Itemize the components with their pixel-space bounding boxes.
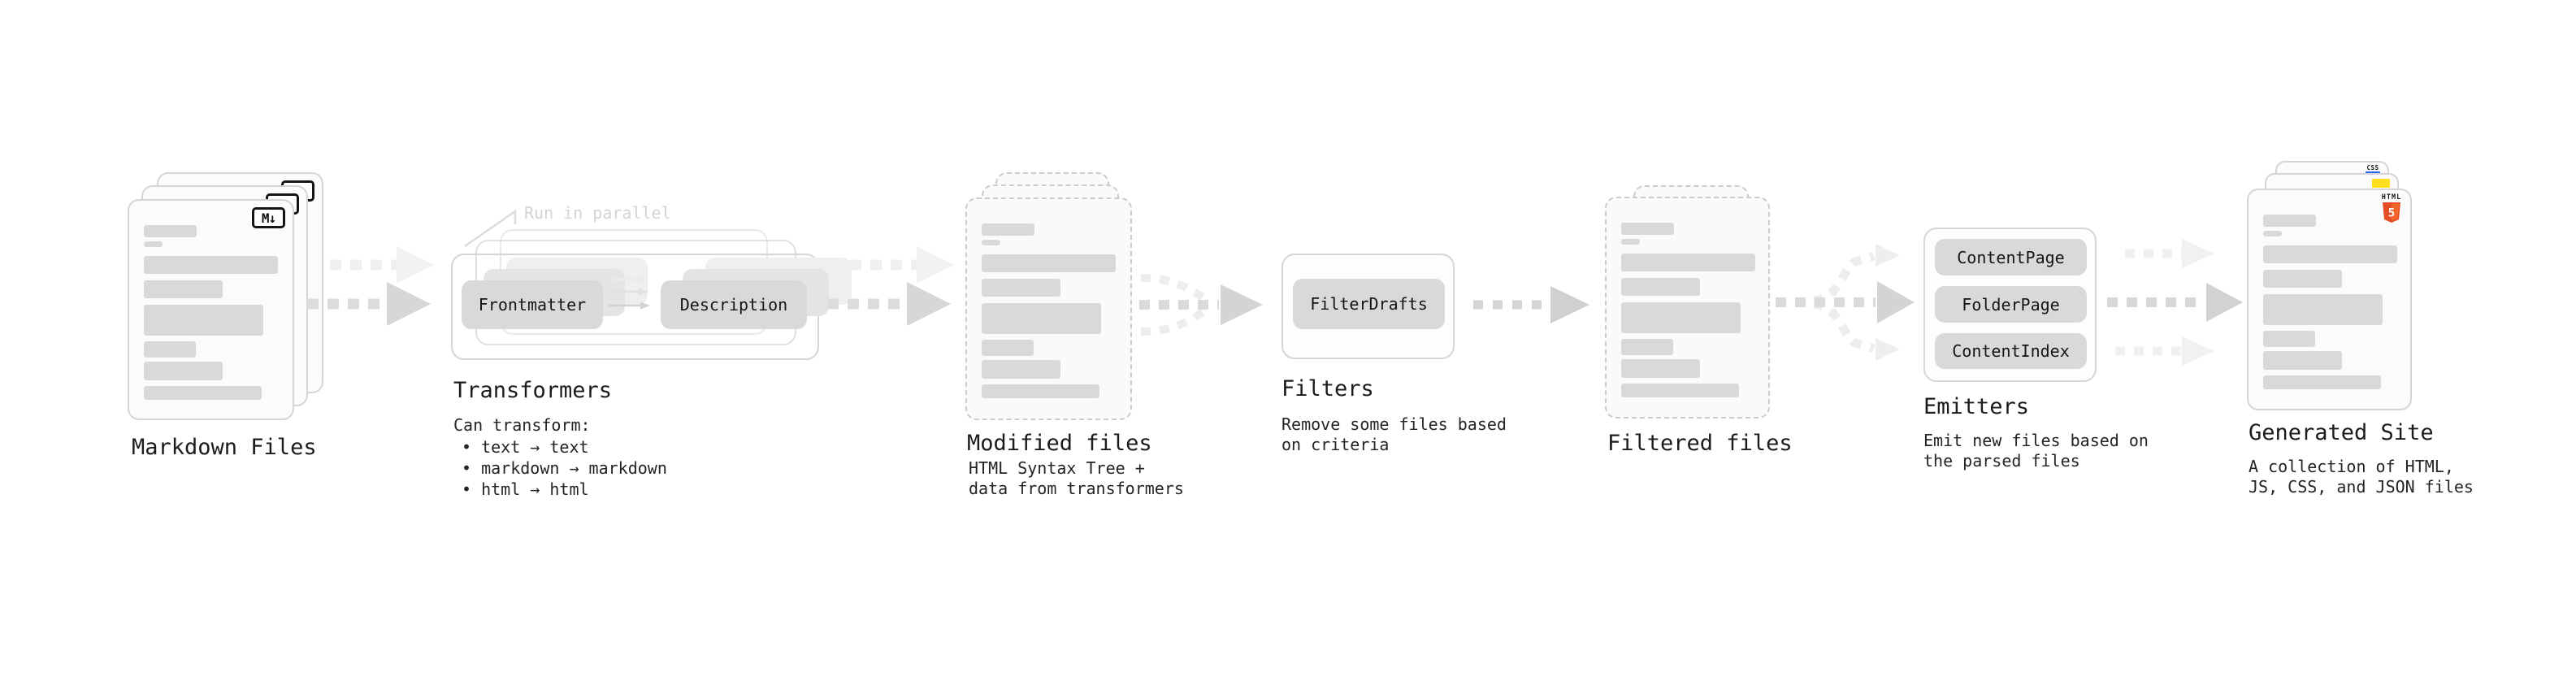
stage-caption-transformers: Can transform: bbox=[453, 415, 591, 435]
chip-folderpage[interactable]: FolderPage bbox=[1935, 286, 2087, 323]
markdown-icon: M↓ bbox=[252, 207, 285, 228]
stage-caption-filters: Remove some files based on criteria bbox=[1281, 414, 1507, 454]
css-icon: CSS bbox=[2365, 165, 2381, 174]
flow-arrow-filters-to-filtered bbox=[1473, 286, 1589, 323]
stage-caption-generated-site: A collection of HTML, JS, CSS, and JSON … bbox=[2249, 457, 2474, 497]
flow-arrow-transformers-to-modified bbox=[827, 246, 954, 326]
modified-file-card bbox=[965, 197, 1132, 420]
stage-caption-modified-files: HTML Syntax Tree + data from transformer… bbox=[969, 458, 1184, 498]
chip-contentindex[interactable]: ContentIndex bbox=[1935, 333, 2087, 369]
annotation-leader-line bbox=[464, 209, 517, 248]
flow-arrow-emitters-to-site bbox=[2107, 239, 2243, 366]
transformers-bullet-list: • text → text • markdown → markdown • ht… bbox=[462, 437, 667, 499]
placeholder-text-bars bbox=[1621, 223, 1755, 397]
filters-frame: FilterDrafts bbox=[1281, 254, 1455, 359]
flow-arrow-converge-to-filters bbox=[1139, 274, 1263, 336]
chip-description[interactable]: Description bbox=[661, 280, 807, 329]
stage-label-filters: Filters bbox=[1281, 376, 1374, 401]
filtered-file-card bbox=[1605, 197, 1770, 419]
stage-generated-site: CSS HTML 5 bbox=[2247, 161, 2418, 421]
stage-label-emitters: Emitters bbox=[1923, 394, 2030, 419]
stage-caption-emitters: Emit new files based on the parsed files bbox=[1923, 431, 2149, 471]
run-in-parallel-note: Run in parallel bbox=[524, 203, 671, 223]
chip-filterdrafts[interactable]: FilterDrafts bbox=[1293, 279, 1445, 329]
parallel-mini-arrows bbox=[609, 275, 650, 310]
html5-icon: HTML 5 bbox=[2381, 194, 2402, 224]
js-icon bbox=[2372, 179, 2390, 188]
markdown-file-card: M↓ bbox=[128, 199, 294, 420]
placeholder-text-bars bbox=[982, 223, 1116, 398]
flow-arrow-diverge-to-emitters bbox=[1776, 244, 1915, 361]
stage-label-filtered-files: Filtered files bbox=[1607, 431, 1793, 456]
placeholder-text-bars bbox=[2263, 215, 2397, 389]
stage-label-transformers: Transformers bbox=[453, 378, 613, 403]
stage-label-markdown-files: Markdown Files bbox=[132, 435, 317, 460]
placeholder-text-bars bbox=[144, 225, 278, 400]
html-file-card: HTML 5 bbox=[2247, 189, 2412, 410]
stage-label-generated-site: Generated Site bbox=[2249, 420, 2434, 445]
emitters-frame: ContentPage FolderPage ContentIndex bbox=[1923, 228, 2097, 382]
stage-modified-files bbox=[965, 172, 1136, 424]
chip-frontmatter[interactable]: Frontmatter bbox=[462, 280, 603, 329]
svg-text:5: 5 bbox=[2388, 207, 2395, 220]
stage-markdown-files: M↓ M↓ M↓ bbox=[128, 172, 327, 424]
flow-arrow-markdown-to-transformers bbox=[307, 246, 434, 326]
stage-label-modified-files: Modified files bbox=[967, 431, 1152, 456]
stage-filtered-files bbox=[1605, 172, 1776, 424]
chip-contentpage[interactable]: ContentPage bbox=[1935, 239, 2087, 275]
